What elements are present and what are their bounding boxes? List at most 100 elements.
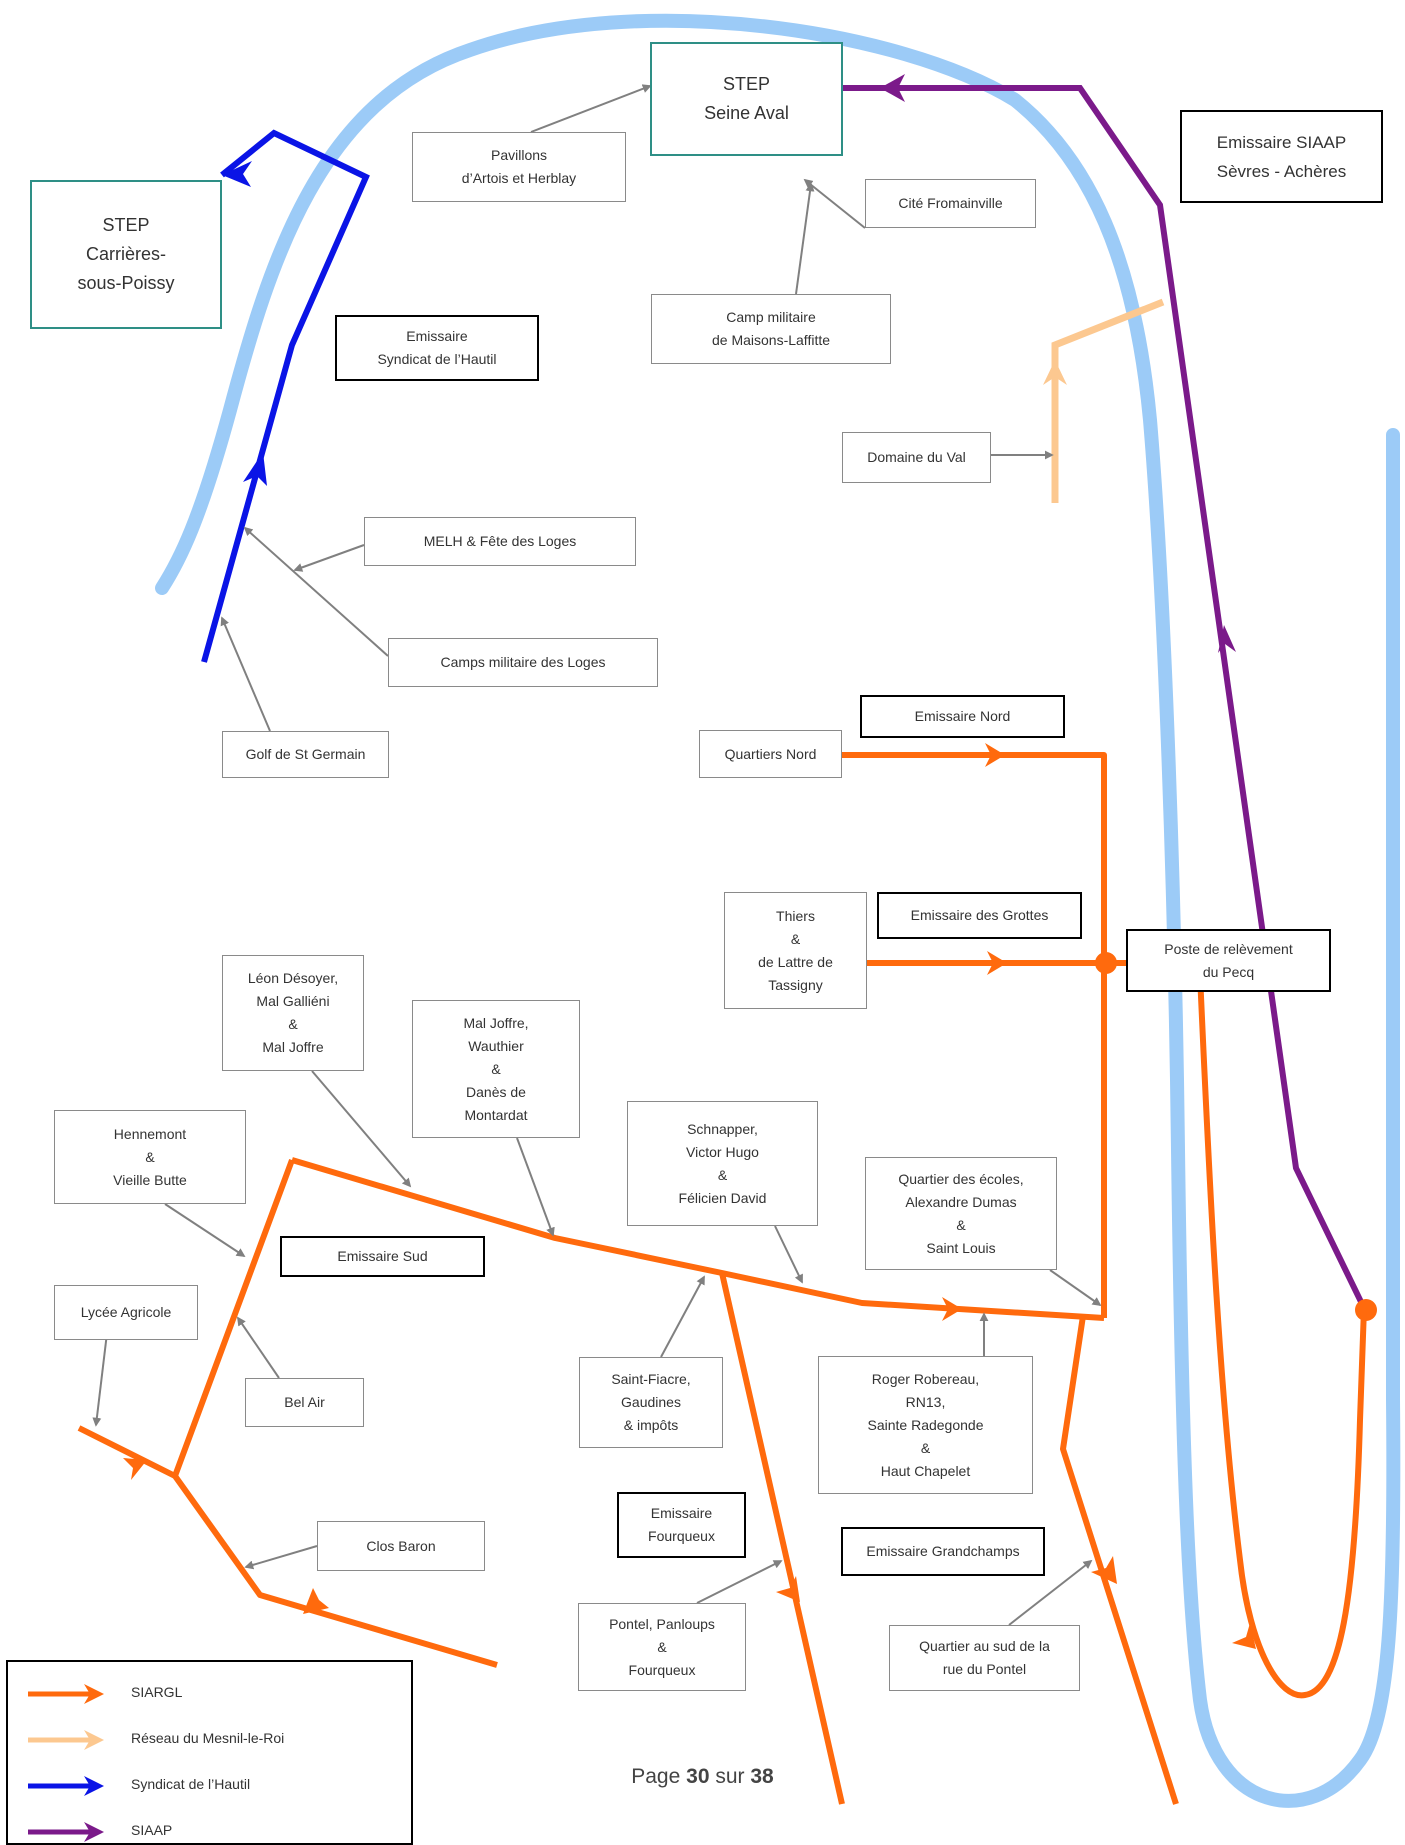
schnapper-line1: Schnapper, <box>687 1120 758 1137</box>
thiers-line2: & <box>790 930 801 947</box>
hautil-line <box>201 129 370 663</box>
footer-prefix: Page <box>631 1765 681 1788</box>
footer-total-pages: 38 <box>750 1765 774 1788</box>
leon-line3: & <box>288 1016 298 1032</box>
legend-label-siaap: SIAAP <box>131 1822 173 1838</box>
mal-joffre-line5: Montardat <box>464 1106 528 1123</box>
step-seine-aval-box: STEP Seine Aval <box>650 42 843 156</box>
robereau-box: Roger Robereau, RN13, Sainte Radegonde &… <box>818 1356 1033 1494</box>
emissaire-sud-line1: Emissaire Sud <box>337 1248 428 1264</box>
cite-fromainville-line1: Cité Fromainville <box>898 195 1003 211</box>
emissaire-siaap-line2: Sèvres - Achères <box>1216 161 1347 181</box>
saint-fiacre-line1: Saint-Fiacre, <box>611 1371 691 1387</box>
siargl-arrow-nord <box>985 743 1005 767</box>
lycee-line1: Lycée Agricole <box>80 1304 172 1320</box>
siargl-arrow-grottes <box>987 951 1007 975</box>
ecoles-line2: Alexandre Dumas <box>905 1193 1017 1210</box>
leon-box: Léon Désoyer, Mal Galliéni & Mal Joffre <box>222 955 364 1071</box>
step-carrieres-line2: Carrières- <box>85 244 166 264</box>
hennemont-line1: Hennemont <box>113 1125 187 1142</box>
hennemont-line3: Vieille Butte <box>113 1171 187 1188</box>
connector-fromainville <box>803 178 866 229</box>
ecoles-line4: Saint Louis <box>926 1239 996 1256</box>
emissaire-siaap-box: Emissaire SIAAP Sèvres - Achères <box>1180 110 1383 203</box>
thiers-line4: Tassigny <box>768 976 823 993</box>
siargl-arrow-pecq <box>1232 1623 1256 1649</box>
footer-page-number: 30 <box>686 1765 710 1788</box>
siargl-pecq-loop <box>1197 973 1367 1699</box>
sud-pontel-box: Quartier au sud de la rue du Pontel <box>889 1625 1080 1691</box>
connector-mal-joffre <box>516 1137 555 1237</box>
connector-pontel <box>696 1560 783 1604</box>
siargl-fourqueux <box>719 1272 845 1805</box>
siargl-emissaire-nord <box>842 752 1107 1318</box>
pavillons-line2: d’Artois et Herblay <box>461 170 577 186</box>
leon-line1: Léon Désoyer, <box>247 970 339 986</box>
domaine-val-box: Domaine du Val <box>842 432 991 483</box>
schnapper-box: Schnapper, Victor Hugo & Félicien David <box>627 1101 818 1226</box>
emissaire-hautil-line2: Syndicat de l’Hautil <box>377 351 497 367</box>
emissaire-grandchamps-box: Emissaire Grandchamps <box>841 1527 1045 1576</box>
siargl-grandchamps <box>1060 1315 1179 1805</box>
camp-maisons-box: Camp militaire de Maisons-Laffitte <box>651 294 891 364</box>
sud-pontel-line1: Quartier au sud de la <box>919 1638 1050 1654</box>
legend-arrow-siargl <box>28 1684 104 1704</box>
thiers-box: Thiers & de Lattre de Tassigny <box>724 892 867 1009</box>
lycee-box: Lycée Agricole <box>54 1285 198 1340</box>
golf-line1: Golf de St Germain <box>245 746 366 762</box>
pontel-line2: & <box>657 1638 667 1655</box>
hautil-arrow-1 <box>243 452 267 486</box>
emissaire-grandchamps-line1: Emissaire Grandchamps <box>866 1543 1020 1559</box>
mal-joffre-line1: Mal Joffre, <box>463 1014 529 1031</box>
hennemont-line2: & <box>145 1148 155 1165</box>
step-carrieres-line3: sous-Poissy <box>77 273 175 293</box>
mal-joffre-line2: Wauthier <box>468 1037 524 1054</box>
emissaire-fourqueux-line1: Emissaire <box>650 1505 713 1521</box>
emissaire-hautil-line1: Emissaire <box>406 328 468 344</box>
emissaire-grottes-box: Emissaire des Grottes <box>877 892 1082 939</box>
schnapper-line3: & <box>717 1166 728 1183</box>
step-seine-aval-line1: STEP <box>722 74 770 94</box>
sud-pontel-line2: rue du Pontel <box>942 1661 1027 1677</box>
siargl-arrow-west <box>123 1458 147 1480</box>
pontel-line1: Pontel, Panloups <box>609 1615 715 1632</box>
domaine-val-line1: Domaine du Val <box>867 449 966 465</box>
ecoles-box: Quartier des écoles, Alexandre Dumas & S… <box>865 1157 1057 1270</box>
step-carrieres-line1: STEP <box>102 215 150 235</box>
quartiers-nord-box: Quartiers Nord <box>699 730 842 778</box>
river-left <box>155 13 1401 1808</box>
hautil-arrow-2 <box>222 161 252 187</box>
ecoles-line1: Quartier des écoles, <box>898 1170 1024 1187</box>
pavillons-box: Pavillons d’Artois et Herblay <box>412 132 626 202</box>
legend-label-hautil: Syndicat de l’Hautil <box>131 1776 251 1792</box>
page-footer: Page 30 sur 38 <box>0 1765 1405 1789</box>
pecq-node <box>1095 952 1117 974</box>
camp-maisons-line2: de Maisons-Laffitte <box>711 332 831 348</box>
robereau-line1: Roger Robereau, <box>871 1370 980 1387</box>
siaap-line <box>843 85 1367 1310</box>
legend-item-siargl: SIARGL <box>8 1682 411 1706</box>
mal-joffre-line4: Danès de <box>466 1083 526 1100</box>
saint-fiacre-line2: Gaudines <box>621 1394 681 1410</box>
schnapper-line4: Félicien David <box>678 1189 767 1206</box>
robereau-line3: Sainte Radegonde <box>867 1416 984 1433</box>
cite-fromainville-box: Cité Fromainville <box>865 179 1036 228</box>
emissaire-sud-box: Emissaire Sud <box>280 1236 485 1277</box>
thiers-line1: Thiers <box>776 907 815 924</box>
legend-item-mesnil: Réseau du Mesnil-le-Roi <box>8 1728 411 1752</box>
connector-pavillons <box>530 84 652 133</box>
legend-item-hautil: Syndicat de l’Hautil <box>8 1774 411 1798</box>
legend-arrow-mesnil <box>28 1730 104 1750</box>
saint-fiacre-box: Saint-Fiacre, Gaudines & impôts <box>579 1357 723 1448</box>
siargl-arrow-fourqueux <box>776 1576 800 1602</box>
siaap-arrow-2 <box>880 74 905 102</box>
siargl-west-south <box>172 1474 498 1668</box>
mal-joffre-box: Mal Joffre, Wauthier & Danès de Montarda… <box>412 1000 580 1138</box>
connector-camp-maisons <box>795 182 815 295</box>
legend-arrow-siaap <box>28 1822 104 1842</box>
connector-leon <box>311 1070 412 1188</box>
footer-middle: sur <box>715 1765 745 1788</box>
emissaire-fourqueux-box: Emissaire Fourqueux <box>617 1492 746 1558</box>
connector-camps-loges <box>243 526 389 657</box>
